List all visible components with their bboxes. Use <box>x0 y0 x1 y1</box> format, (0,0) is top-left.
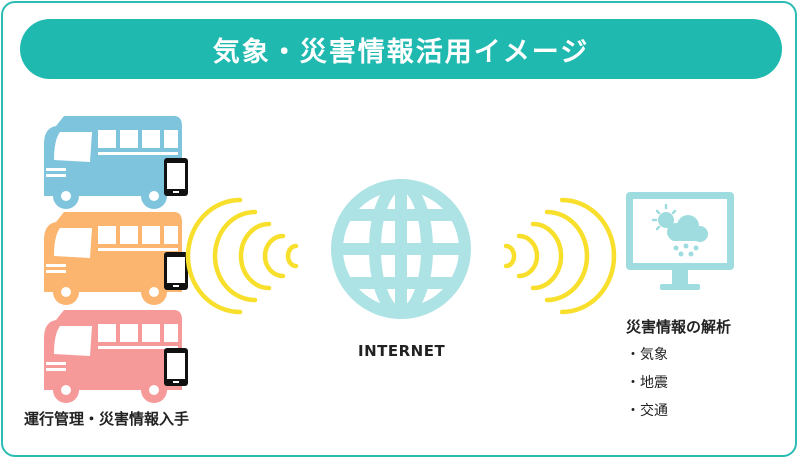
internet-caption: INTERNET <box>358 342 446 360</box>
bus-icon-pink <box>44 310 182 403</box>
analysis-list: ・気象 ・地震 ・交通 <box>626 345 668 429</box>
globe-icon <box>331 179 471 319</box>
smartphone-icon-2 <box>164 252 188 290</box>
wireless-signal-icon-right <box>503 197 617 315</box>
analysis-item-traffic: ・交通 <box>626 403 668 419</box>
bus-icon-blue <box>44 116 182 209</box>
title-banner: 気象・災害情報活用イメージ <box>20 19 782 79</box>
smartphone-icon-1 <box>164 158 188 196</box>
analysis-title: 災害情報の解析 <box>626 318 732 336</box>
smartphone-icon-3 <box>164 348 188 386</box>
diagram-title: 気象・災害情報活用イメージ <box>212 36 590 68</box>
wireless-signal-icon-left <box>185 197 299 315</box>
operations-caption: 運行管理・災害情報入手 <box>24 410 190 428</box>
analysis-item-weather: ・気象 <box>626 347 668 363</box>
sun-cloud-rain-icon <box>651 203 708 257</box>
analysis-item-earthquake: ・地震 <box>626 375 668 391</box>
bus-icon-orange <box>44 212 182 305</box>
